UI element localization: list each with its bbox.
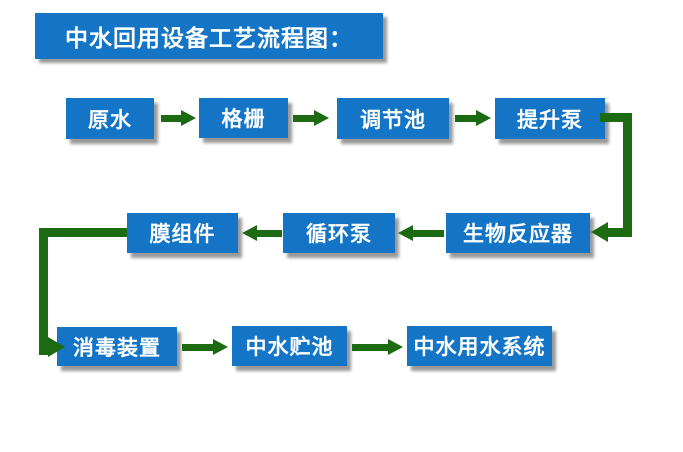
- connector-segment: [600, 113, 632, 122]
- node-reclaimed-water-use-system: 中水用水系统: [407, 326, 552, 366]
- arrow-head-icon: [242, 225, 257, 241]
- arrow-shaft: [455, 114, 476, 122]
- arrow-head-icon: [388, 339, 403, 355]
- arrow-shaft: [182, 343, 213, 351]
- arrow-storage-tank-to-use-system: [352, 339, 403, 355]
- arrow-head-icon: [314, 110, 329, 126]
- node-membrane-module: 膜组件: [127, 213, 238, 253]
- connector-segment: [39, 228, 48, 355]
- diagram-title: 中水回用设备工艺流程图：: [35, 13, 383, 59]
- connector-segment: [623, 113, 632, 237]
- arrow-shaft: [161, 114, 181, 122]
- arrow-shaft: [413, 229, 444, 237]
- arrow-head-icon: [48, 337, 65, 357]
- arrow-disinfection-to-storage-tank: [182, 339, 228, 355]
- node-bioreactor: 生物反应器: [446, 213, 590, 253]
- arrow-shaft: [257, 229, 282, 237]
- arrow-head-icon: [591, 222, 608, 242]
- arrow-shaft: [293, 114, 314, 122]
- node-disinfection-device: 消毒装置: [57, 327, 177, 366]
- connector-segment: [39, 228, 127, 237]
- arrow-head-icon: [181, 110, 196, 126]
- node-regulating-tank: 调节池: [337, 98, 449, 139]
- arrow-head-icon: [398, 225, 413, 241]
- arrow-grid-to-regulating-tank: [293, 110, 329, 126]
- node-circulation-pump: 循环泵: [283, 213, 395, 253]
- arrow-shaft: [352, 343, 388, 351]
- arrow-raw-water-to-grid: [161, 110, 196, 126]
- connector-segment: [608, 228, 632, 237]
- node-raw-water: 原水: [66, 98, 154, 139]
- node-lift-pump: 提升泵: [495, 98, 605, 139]
- node-reclaimed-water-storage-tank: 中水贮池: [232, 326, 347, 366]
- node-grid-screen: 格栅: [199, 98, 288, 138]
- arrow-circulation-pump-to-membrane-module: [242, 225, 282, 241]
- arrow-head-icon: [213, 339, 228, 355]
- arrow-head-icon: [476, 110, 491, 126]
- arrow-regulating-tank-to-lift-pump: [455, 110, 491, 126]
- arrow-bioreactor-to-circulation-pump: [398, 225, 444, 241]
